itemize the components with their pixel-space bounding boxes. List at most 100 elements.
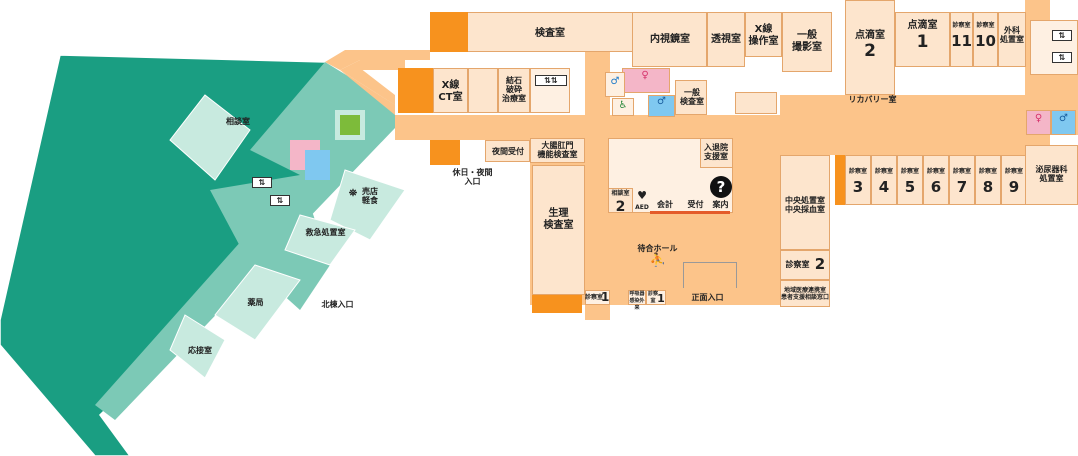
clinic-room-label: 診察室 (874, 168, 893, 175)
male-restroom-small (605, 72, 625, 97)
small-clinic-b-room (646, 290, 666, 305)
fluoroscopy-room (707, 12, 745, 67)
xray-ct-room (433, 68, 468, 113)
clinic-2-label: 診察室 (785, 260, 810, 269)
clinic-room-label: 診察室 (978, 168, 997, 175)
clinic-room-num: 8 (982, 178, 994, 196)
fluoroscopy-label: 透視室 (711, 34, 741, 45)
clinic-room-label: 診察室 (952, 168, 971, 175)
clinic-room-num: 9 (1008, 178, 1020, 196)
exam-lab-label: 検査室 (535, 28, 565, 39)
clinic-room-num: 4 (878, 178, 890, 196)
xray-ct-label: X線 CT室 (438, 80, 463, 103)
lithotripsy-label: 結石 破砕 治療室 (502, 76, 526, 103)
main-entrance-label: 正面入口 (691, 293, 724, 302)
wall-block (835, 155, 845, 205)
clinic-11 (950, 12, 973, 67)
colorectal-room (530, 138, 585, 163)
small-clinic-b-label: 診察室 (647, 291, 658, 304)
xray-control-label: X線 操作室 (748, 24, 779, 47)
wall-block (430, 12, 468, 52)
clinic-room-6 (923, 155, 949, 205)
male-restroom-right (1051, 110, 1076, 135)
clinic-room-5 (897, 155, 923, 205)
elevator-icon: ⇅⇅ (535, 75, 567, 86)
male-restroom-icon: ♂ (1059, 113, 1068, 124)
iv-room-2-num: 2 (864, 41, 876, 61)
counter-bar (650, 211, 730, 214)
elevator-icon: ⇅ (1052, 30, 1072, 41)
central-treatment-room (780, 155, 830, 250)
recovery-label: リカバリー室 (848, 95, 897, 104)
clinic-1-room (585, 290, 610, 305)
general-radiography-room (782, 12, 832, 72)
female-restroom-icon: ♀ (641, 70, 649, 81)
male-restroom-icon: ♂ (610, 76, 620, 87)
iv-room-2 (845, 0, 895, 95)
clinic-room-label: 診察室 (1004, 168, 1023, 175)
clinic-room-label: 診察室 (926, 168, 945, 175)
consultation-label: 相談室 (226, 117, 250, 126)
entrance-door (683, 262, 737, 288)
clinic-2-num: 2 (814, 255, 826, 273)
clinic-11-num: 11 (951, 32, 972, 50)
male-restroom-icon-2: ♂ (657, 96, 666, 107)
shop-label: 売店 軽食 (362, 187, 378, 205)
wall-block (532, 295, 582, 313)
xray-control-room (745, 12, 782, 57)
reception-room-label: 応接室 (188, 346, 212, 355)
general-exam-room (675, 80, 707, 115)
colorectal-label: 大腸肛門 機能検査室 (537, 141, 578, 159)
clinic-room-num: 5 (904, 178, 916, 196)
wall-block (398, 68, 433, 113)
clinic-2-room (780, 250, 830, 280)
small-room (735, 92, 777, 114)
elevator-icon: ⇅ (270, 195, 290, 206)
endoscopy-label: 内視鏡室 (650, 34, 690, 45)
iv-room-1-label: 点滴室 (907, 20, 938, 31)
clinic-11-label: 診察室 (952, 22, 971, 29)
wall-block (430, 140, 460, 165)
community-liaison-room (780, 280, 830, 307)
community-liaison-label: 地域医療連携室 患者支援相談窓口 (780, 287, 829, 301)
holiday-entrance-label: 休日・夜間 入口 (452, 168, 493, 186)
clinic-1-num: 1 (601, 290, 610, 304)
female-restroom-right (1026, 110, 1051, 135)
clinic-10-label: 診察室 (976, 22, 995, 29)
endoscopy-room (632, 12, 707, 67)
clinic-room-label: 診察室 (900, 168, 919, 175)
female-restroom (622, 68, 670, 93)
elevator-hall-right (1030, 20, 1078, 75)
clinic-10-num: 10 (975, 32, 996, 50)
clinic-1-label: 診察室 (585, 294, 604, 301)
physiology-room (532, 165, 585, 295)
clinic-room-3 (845, 155, 871, 205)
lithotripsy-room (498, 68, 530, 113)
accessible-toilet-icon: ♿ (618, 100, 628, 111)
waiting-hall-label: 待合ホール (637, 244, 678, 253)
clinic-room-num: 7 (956, 178, 968, 196)
night-reception-room (485, 140, 530, 162)
accessible-toilet (612, 98, 634, 116)
clinic-10 (973, 12, 998, 67)
clinic-room-num: 6 (930, 178, 942, 196)
information-label: 案内 (712, 200, 729, 209)
elevator-icon: ⇅ (252, 177, 272, 188)
elevator-icon: ⇅ (1052, 52, 1072, 63)
room-blank (468, 68, 498, 113)
general-radiography-label: 一般 撮影室 (792, 30, 822, 53)
urology-label: 泌尿器科 処置室 (1035, 165, 1068, 183)
emergency-label: 救急処置室 (305, 228, 346, 237)
admission-support-label: 入退院 支援室 (704, 143, 728, 161)
iv-room-1-num: 1 (916, 32, 929, 52)
iv-room-2-label: 点滴室 (855, 30, 885, 41)
small-clinic-b-num: 1 (657, 292, 665, 305)
clinic-room-9 (1001, 155, 1027, 205)
reception-label: 受付 (687, 200, 704, 209)
female-restroom-icon: ♀ (1034, 113, 1043, 124)
male-restroom (648, 95, 675, 117)
physiology-label: 生理 検査室 (543, 208, 574, 231)
small-clinic-a-room (628, 290, 646, 305)
